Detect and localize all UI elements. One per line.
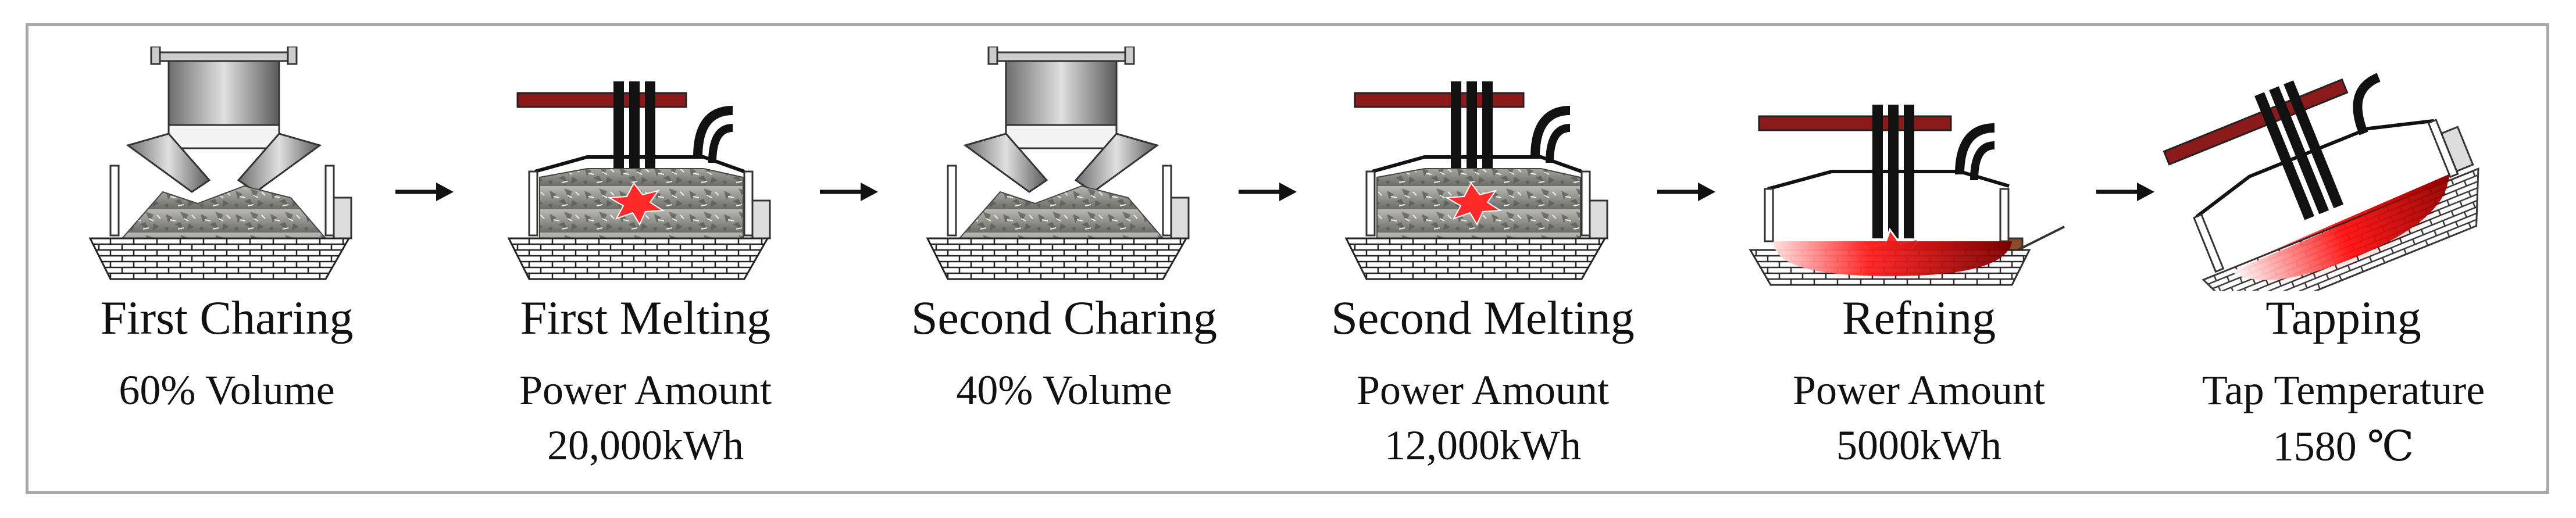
charging-furnace-illustration (926, 47, 1190, 280)
arrow-right-icon (1239, 183, 1297, 201)
stage-value: 20,000kWh (547, 422, 744, 469)
arrow-right-icon (395, 183, 454, 201)
furnace-shell (507, 155, 771, 280)
arrow-right-icon (1657, 183, 1715, 201)
melting-furnace-illustration (507, 81, 771, 280)
furnace-shell (1344, 155, 1608, 280)
stage-second-charging: Second Charing 40% Volume (861, 0, 1268, 518)
stage-title: Second Melting (1331, 291, 1635, 344)
electrodes (1354, 81, 1571, 198)
stage-first-charging: First Charing 60% Volume (23, 0, 430, 518)
melting-furnace-illustration (1344, 81, 1608, 280)
stage-title: Tapping (2265, 291, 2421, 344)
stage-value: 12,000kWh (1385, 422, 1581, 469)
stage-detail: Power Amount (1356, 367, 1609, 413)
furnace-shell (1749, 170, 2065, 286)
refining-furnace-illustration (1749, 105, 2065, 286)
stage-refining: Refning Power Amount 5000kWh (1715, 0, 2122, 518)
electrodes (2163, 73, 2381, 220)
arrow-right-icon (820, 183, 878, 201)
stage-detail: 60% Volume (119, 367, 335, 413)
arrow-right-icon (2096, 183, 2154, 201)
stage-value: 1580 ℃ (2272, 423, 2414, 470)
stage-detail: Power Amount (519, 367, 772, 413)
furnace-shell (88, 165, 352, 280)
stage-second-melting: Second Melting Power Amount 12,000kWh (1279, 0, 1686, 518)
scrap-bucket (963, 47, 1159, 193)
stage-detail: 40% Volume (956, 367, 1172, 413)
scrap-bucket (126, 47, 322, 193)
charging-furnace-illustration (88, 47, 352, 280)
diagram-frame (26, 23, 2549, 494)
furnace-shell (926, 165, 1190, 280)
stage-title: Refning (1842, 291, 1996, 344)
stage-value: 5000kWh (1836, 422, 2001, 469)
stage-detail: Tap Temperature (2202, 367, 2485, 413)
stage-tapping: Tapping Tap Temperature 1580 ℃ (2140, 0, 2547, 518)
stage-first-melting: First Melting Power Amount 20,000kWh (442, 0, 849, 518)
tapping-furnace-illustration (2163, 73, 2479, 291)
stage-title: Second Charing (911, 291, 1218, 344)
stage-title: First Charing (100, 291, 354, 344)
stage-title: First Melting (520, 291, 771, 344)
furnace-shell (2193, 119, 2479, 291)
stage-detail: Power Amount (1792, 367, 2045, 413)
